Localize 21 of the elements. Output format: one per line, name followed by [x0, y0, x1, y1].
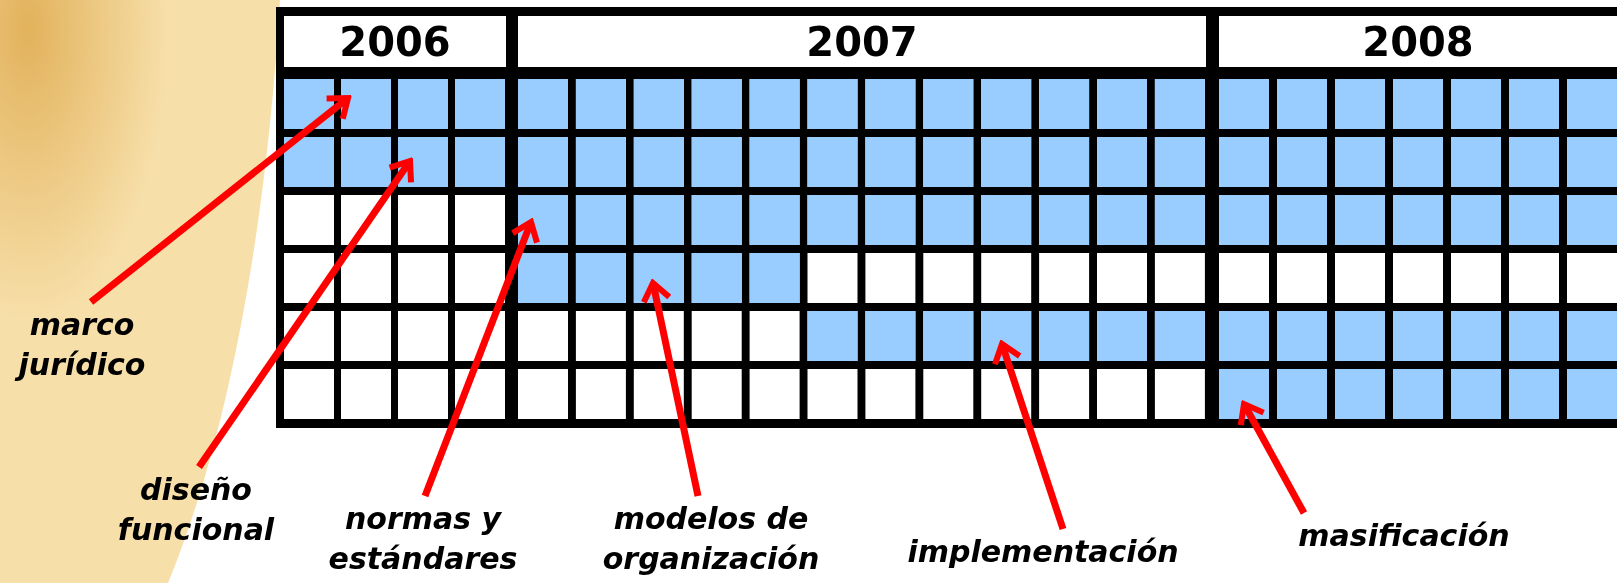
- phase-bar: [518, 253, 800, 303]
- arrow: [88, 95, 351, 305]
- phase-bar: [518, 195, 1617, 245]
- year-header: 2008: [1219, 16, 1617, 67]
- phase-label: marco jurídico: [2, 305, 162, 385]
- phase-bar: [1219, 369, 1617, 419]
- phase-bar: [807, 311, 1617, 361]
- phase-label: modelos de organización: [586, 499, 836, 579]
- phase-label: masificación: [1298, 516, 1510, 556]
- arrow: [421, 219, 540, 498]
- phase-label: diseño funcional: [101, 470, 291, 550]
- arrow: [640, 280, 702, 497]
- arrow: [1237, 401, 1308, 515]
- year-header: 2006: [284, 16, 506, 67]
- arrow: [992, 341, 1067, 531]
- year-header: 2007: [518, 16, 1206, 67]
- phase-label: normas y estándares: [313, 499, 533, 579]
- phase-bar: [284, 79, 1617, 129]
- phase-bar: [284, 137, 1617, 187]
- arrow: [196, 158, 415, 469]
- phase-label: implementación: [907, 532, 1179, 572]
